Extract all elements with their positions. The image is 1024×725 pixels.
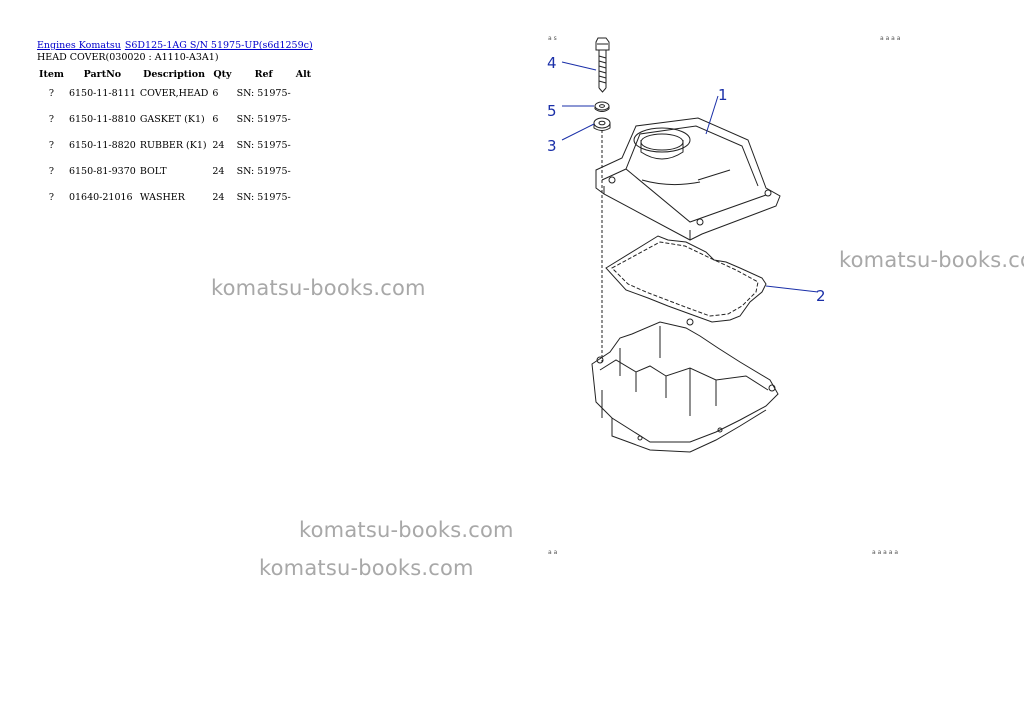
cell-alt	[293, 114, 314, 140]
column-header-alt: Alt	[295, 68, 312, 80]
cell-alt	[293, 192, 314, 210]
page-subtitle: HEAD COVER(030020 : A1110-A3A1)	[37, 52, 219, 63]
watermark-text: komatsu-books.com	[259, 556, 474, 580]
bolt-drawing	[595, 37, 610, 93]
cell-description: BOLT	[139, 166, 167, 177]
cell-alt	[293, 82, 314, 114]
cell-qty: 24	[212, 166, 225, 177]
column-header-description: Description	[143, 68, 206, 80]
column-header-qty: Qty	[213, 68, 232, 80]
cell-ref: SN: 51975-	[236, 114, 291, 125]
column-header-item: Item	[39, 68, 64, 80]
table-row: ? 6150-81-9370 BOLT 24 SN: 51975-	[36, 166, 314, 192]
cell-ref: SN: 51975-	[236, 140, 291, 151]
rubber-drawing	[593, 117, 611, 131]
corner-mark-bottom-left: a a	[548, 549, 558, 556]
parts-diagram: 1 2 3 4 5 a s a a a a a a a a a a a	[547, 35, 901, 556]
cell-qty: 6	[212, 114, 219, 125]
gasket-drawing	[605, 235, 767, 323]
head-cover-drawing	[595, 117, 781, 241]
cell-item: ?	[48, 166, 55, 177]
callout-3: 3	[547, 137, 557, 155]
parts-table: Item PartNo Description Qty Ref Alt ? 61…	[36, 66, 314, 210]
cell-ref: SN: 51975-	[236, 192, 291, 203]
table-row: ? 6150-11-8820 RUBBER (K1) 24 SN: 51975-	[36, 140, 314, 166]
cell-alt	[293, 166, 314, 192]
cell-ref: SN: 51975-	[236, 166, 291, 177]
callout-1: 1	[718, 86, 728, 104]
callout-4: 4	[547, 54, 557, 72]
cell-item: ?	[48, 114, 55, 125]
corner-mark-top-right: a a a a	[880, 35, 901, 42]
cell-partno: 6150-11-8111	[68, 88, 136, 99]
watermark-text: komatsu-books.com	[211, 276, 426, 300]
table-row: ? 6150-11-8810 GASKET (K1) 6 SN: 51975-	[36, 114, 314, 140]
cell-alt	[293, 140, 314, 166]
watermark-text: komatsu-books.com	[839, 248, 1024, 272]
cell-ref: SN: 51975-	[236, 88, 291, 99]
watermark-text: komatsu-books.com	[299, 518, 514, 542]
callout-2: 2	[816, 287, 826, 305]
cell-description: WASHER	[139, 192, 185, 203]
column-header-partno: PartNo	[83, 68, 122, 80]
cell-partno: 01640-21016	[68, 192, 133, 203]
cell-qty: 24	[212, 140, 225, 151]
cell-partno: 6150-81-9370	[68, 166, 136, 177]
leader-lines	[561, 61, 819, 293]
callout-5: 5	[547, 102, 557, 120]
column-header-ref: Ref	[254, 68, 273, 80]
washer-drawing	[594, 101, 610, 112]
cell-description: RUBBER (K1)	[139, 140, 207, 151]
cell-qty: 24	[212, 192, 225, 203]
breadcrumb-link-model[interactable]: S6D125-1AG S/N 51975-UP(s6d1259c)	[124, 40, 313, 51]
table-row: ? 01640-21016 WASHER 24 SN: 51975-	[36, 192, 314, 210]
corner-mark-top-left: a s	[548, 35, 557, 42]
table-header-row: Item PartNo Description Qty Ref Alt	[36, 66, 314, 82]
cell-partno: 6150-11-8810	[68, 114, 136, 125]
housing-drawing	[591, 318, 779, 453]
breadcrumb-link-engines[interactable]: Engines Komatsu	[37, 40, 121, 51]
corner-mark-bottom-right: a a a a a	[872, 549, 898, 556]
cell-item: ?	[48, 140, 55, 151]
cell-partno: 6150-11-8820	[68, 140, 136, 151]
cell-description: GASKET (K1)	[139, 114, 205, 125]
cell-description: COVER,HEAD	[139, 88, 209, 99]
cell-qty: 6	[212, 88, 219, 99]
cell-item: ?	[48, 192, 55, 203]
table-row: ? 6150-11-8111 COVER,HEAD 6 SN: 51975-	[36, 82, 314, 114]
cell-item: ?	[48, 88, 55, 99]
